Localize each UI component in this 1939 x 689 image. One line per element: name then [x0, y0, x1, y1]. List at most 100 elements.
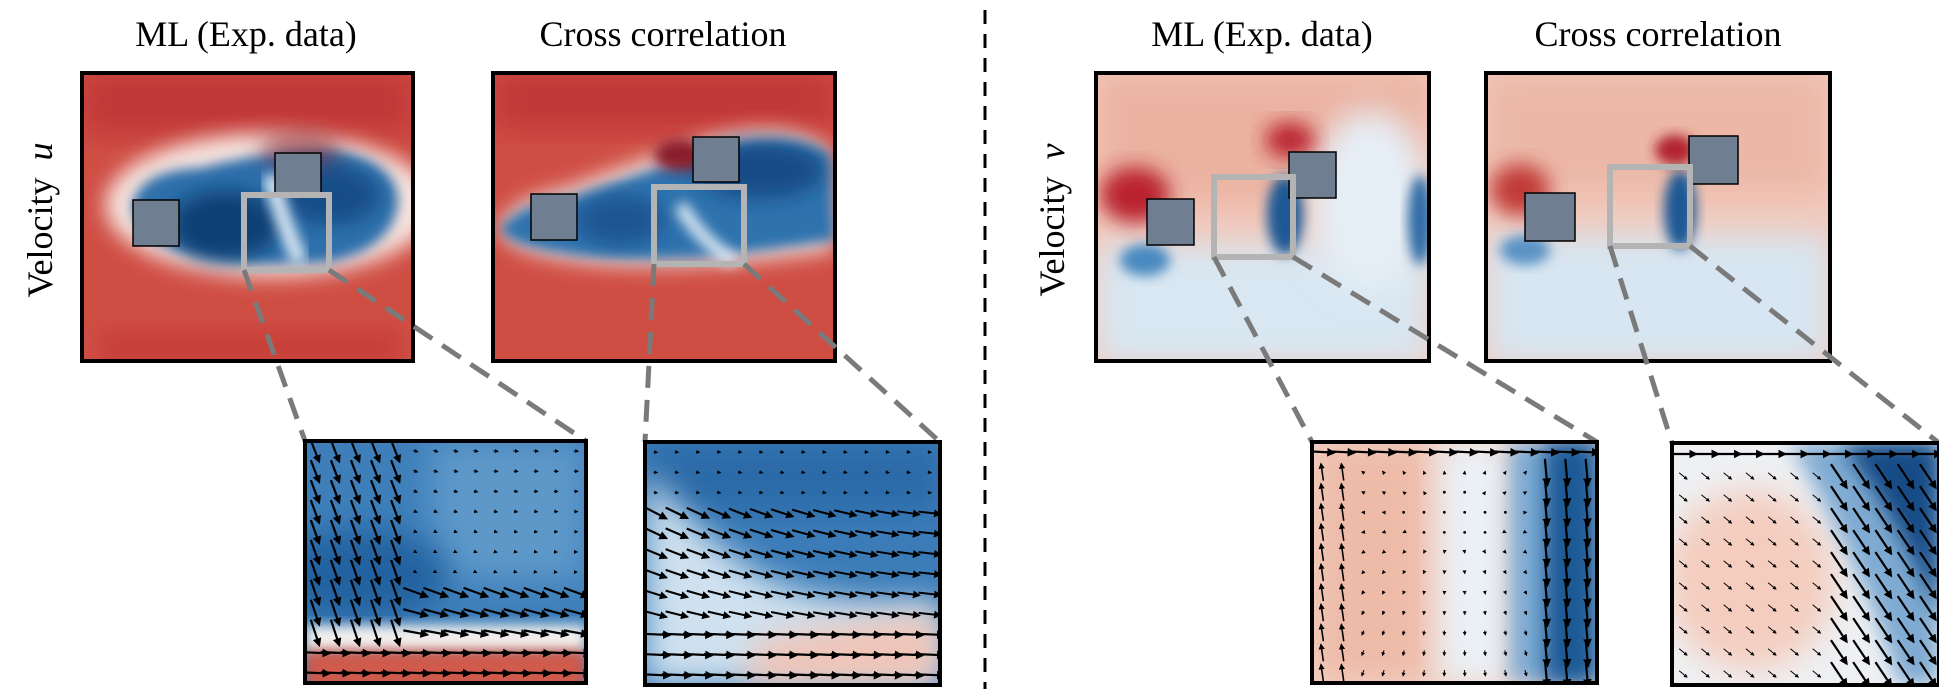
vector-arrow [1482, 549, 1486, 554]
vector-arrow [329, 519, 342, 546]
vector-arrow [1896, 617, 1915, 644]
vector-arrow [897, 529, 921, 538]
vector-arrow [1371, 447, 1398, 457]
vector-arrow [645, 589, 669, 600]
vector-arrow [463, 629, 490, 638]
vector-arrow [855, 550, 879, 559]
vector-arrow [1381, 549, 1387, 554]
vector-arrow [493, 569, 498, 574]
vector-arrow [370, 499, 382, 525]
vector-arrow [1852, 573, 1871, 600]
vector-arrow [1381, 630, 1386, 636]
vector-arrow [390, 459, 402, 484]
vector-arrow [1442, 530, 1446, 534]
vector-arrow [1919, 661, 1937, 685]
vector-arrow [1542, 579, 1552, 608]
vector-arrow [665, 548, 690, 560]
vector-arrow [1382, 590, 1386, 595]
vector-arrow [390, 519, 402, 546]
vector-arrow [1503, 669, 1508, 677]
vector-arrow [390, 599, 402, 627]
vector-arrow [433, 549, 438, 554]
vector-arrow [1562, 498, 1572, 528]
vector-arrow [707, 589, 732, 600]
vector-arrow [1830, 485, 1848, 512]
vector-arrow [1402, 510, 1406, 514]
vector-arrow [370, 441, 381, 464]
vector-arrow [855, 590, 879, 599]
vector-arrow [791, 508, 816, 519]
vector-arrow [390, 619, 402, 648]
vector-arrow [834, 509, 858, 518]
vector-arrow [1874, 639, 1893, 666]
vector-arrow [812, 508, 837, 519]
vector-arrow [1562, 599, 1572, 628]
vector-arrow [1701, 626, 1710, 634]
vector-arrow [513, 569, 518, 574]
zoom-box [241, 192, 332, 273]
vector-arrow [1745, 494, 1755, 502]
vector-arrow [1919, 639, 1937, 666]
vector-arrow [1896, 639, 1915, 666]
vector-arrow [1767, 494, 1777, 502]
vector-arrow [1401, 630, 1406, 636]
vector-arrow [1678, 538, 1688, 546]
right-row-label: Velocity v [1032, 144, 1072, 297]
vector-arrow [1723, 560, 1733, 568]
vector-arrow [855, 610, 879, 619]
vector-arrow [1852, 507, 1871, 534]
vector-arrow [1562, 539, 1572, 568]
vector-arrow [473, 448, 479, 453]
vector-arrow [1402, 470, 1407, 476]
vector-arrow [749, 528, 774, 539]
vector-arrow [876, 550, 900, 559]
vector-arrow [309, 459, 321, 484]
vector-arrow [1767, 604, 1777, 612]
vector-arrow [563, 608, 586, 619]
vector-arrow [329, 579, 342, 607]
vector-arrow [645, 547, 669, 560]
vector-arrow [1361, 569, 1366, 575]
vector-arrow [1874, 485, 1893, 512]
vector-arrow [1830, 463, 1848, 490]
vector-arrow [1422, 610, 1427, 616]
vector-arrow [1919, 485, 1937, 512]
vector-arrow [1542, 599, 1552, 628]
vector-arrow [1402, 610, 1406, 616]
vector-arrow [749, 569, 774, 579]
vector-arrow [1562, 619, 1572, 648]
vector-arrow [503, 608, 530, 619]
vector-arrow [812, 570, 837, 579]
vector-arrow [1483, 510, 1487, 514]
vector-arrow [1701, 560, 1710, 568]
vector-arrow [1463, 490, 1467, 494]
vector-arrow [369, 539, 382, 566]
vector-arrow [707, 527, 732, 539]
vector-arrow [329, 539, 342, 566]
vector-arrow [523, 586, 550, 599]
vector-arrow [1338, 482, 1346, 501]
vector-arrow [686, 569, 711, 580]
vector-arrow [665, 506, 690, 520]
vector-arrow [1767, 670, 1777, 678]
vector-arrow [1583, 639, 1592, 668]
vector-arrow [812, 590, 837, 599]
vector-arrow [1361, 529, 1366, 534]
vector-arrow [309, 559, 322, 586]
vector-arrow [1767, 560, 1777, 568]
left-row-label: Velocity u [20, 143, 60, 298]
vector-arrow [1361, 630, 1366, 636]
vector-arrow [1318, 582, 1325, 602]
vector-arrow [1678, 472, 1688, 480]
vector-arrow [1812, 538, 1822, 546]
right-col2-title: Cross correlation [1535, 14, 1782, 54]
vector-arrow [645, 568, 669, 580]
right-row-symbol: v [1032, 144, 1072, 160]
vector-arrow [791, 549, 816, 559]
vector-arrow [1318, 603, 1325, 622]
vector-arrow [918, 570, 940, 579]
panel-u-ml [80, 71, 415, 363]
vector-arrow [329, 459, 341, 484]
cylinder-shape [132, 199, 180, 247]
vector-arrow [1790, 670, 1799, 678]
